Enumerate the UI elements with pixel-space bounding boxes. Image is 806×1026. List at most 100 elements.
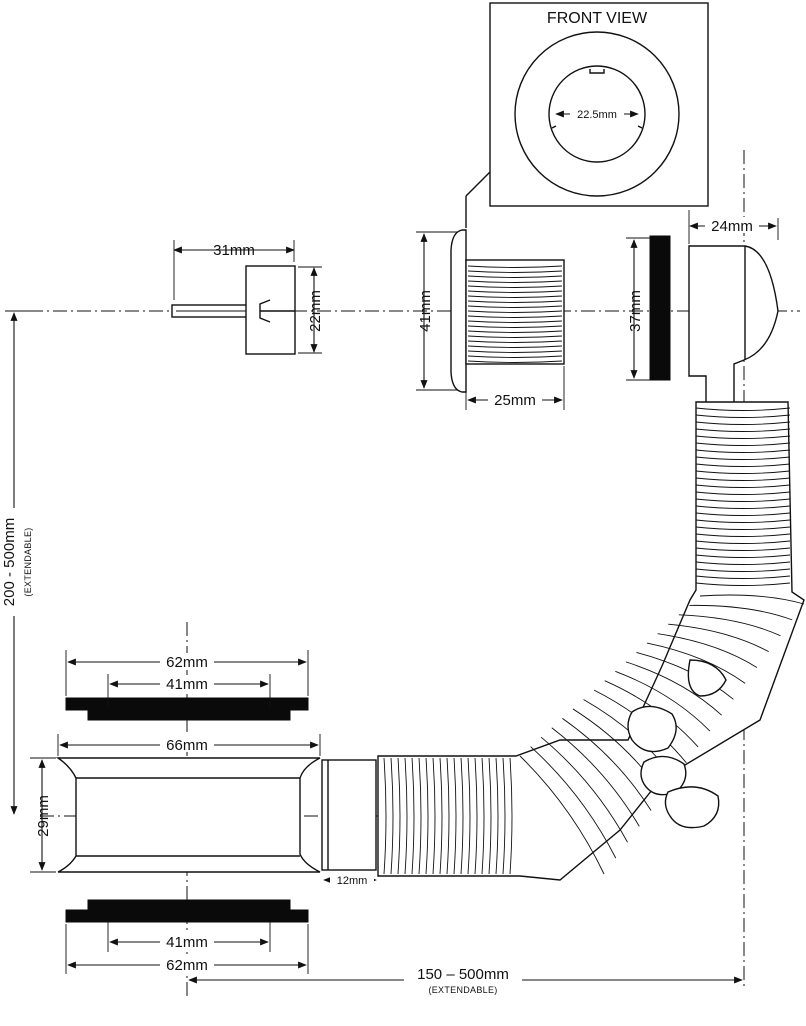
hose-rib [551,727,640,827]
thread-line [467,325,563,328]
hose-rib [509,757,513,875]
plug-width-label: 31mm [213,242,255,259]
vertical-note-label: (EXTENDABLE) [23,527,33,596]
hose-rib [695,575,791,579]
top-washer-outer-label: 62mm [166,654,208,671]
thread-line [467,320,563,323]
hose-rib [695,505,791,509]
hose-rib [695,533,791,537]
hose-rib [695,421,791,425]
thread-line [467,355,563,358]
flange-height-label: 41mm [417,290,434,332]
thread-line [467,290,563,293]
washer-outlet-part: 37mm 24mm [626,210,779,405]
collar-width-label: 12mm [337,875,368,887]
hose-rib [646,642,746,684]
hose-rib [625,661,722,716]
hose-rib [695,491,791,495]
hose-rib [657,633,758,668]
thread-line [467,275,563,278]
hose-rib [467,757,471,875]
flange-part: 41mm 25mm [416,229,565,410]
hose-rib [695,435,791,439]
hose-rib [481,757,485,875]
horizontal-range-label: 150 – 500mm [417,966,509,983]
hose-rib [695,582,791,586]
vertical-range-label: 200 - 500mm [1,518,18,606]
hose-rib [695,561,791,565]
hose-rib [695,498,791,502]
extendable-dimensions: 200 - 500mm (EXTENDABLE) 150 – 500mm (EX… [1,310,743,1000]
hose-rib [425,757,429,875]
thread-length-label: 25mm [494,392,536,409]
bottom-body-part: 62mm 41mm 66mm 29mm 12mm 41mm 62mm [30,650,377,974]
hose-rib [695,540,791,544]
hose-rib [530,746,617,859]
hose-rib [540,736,628,843]
hose-rib [699,594,805,605]
hose-rib [695,428,791,432]
thread-line [467,300,563,303]
hose-rib [474,757,478,875]
body-width-label: 66mm [166,737,208,754]
thread-line [467,280,563,283]
thread-line [467,350,563,353]
hose-rib [668,623,769,653]
hose-rib [695,547,791,551]
hose-rib [446,757,450,875]
hose-rib [695,526,791,530]
hose-rib [695,407,791,411]
hose-rib [695,456,791,460]
body-height-label: 29mm [35,795,52,837]
hose-rib [695,484,791,488]
front-view-title: FRONT VIEW [547,10,648,27]
thread-line [467,340,563,343]
top-washer-inner-label: 41mm [166,676,208,693]
hose-rib [562,717,652,811]
hose-rib [695,554,791,558]
hose-rib [695,442,791,446]
thread-line [467,330,563,333]
outlet-depth-label: 24mm [711,218,753,235]
hose-rib [397,757,401,875]
thread-line [467,315,563,318]
washer-height-label: 37mm [627,290,644,332]
hose-rib [695,568,791,572]
hose-rib [695,470,791,474]
hose-rib [383,757,387,875]
hose-rib [502,757,506,875]
hose-rib [411,757,415,875]
hose-rib [695,414,791,418]
hose-rib [689,604,793,621]
hose-rib [453,757,457,875]
flexible-hose [377,401,805,881]
hose-rib [439,757,443,875]
hose-rib [695,512,791,516]
hose-rib [390,757,394,875]
bottom-washer-outer-label: 62mm [166,957,208,974]
hose-rib [432,757,436,875]
hose-rib [495,757,499,875]
inner-diameter-label: 22.5mm [577,109,617,121]
hose-rib [418,757,422,875]
thread-line [467,305,563,308]
thread-line [467,345,563,348]
thread-line [467,310,563,313]
hose-rib [488,757,492,875]
hose-rib [615,670,711,732]
thread-line [467,360,563,363]
front-view-panel: FRONT VIEW 22.5mm [465,2,709,228]
thread-line [467,265,563,268]
hose-rib [519,755,605,875]
horizontal-note-label: (EXTENDABLE) [428,985,497,995]
hose-rib [460,757,464,875]
hose-rib [695,519,791,523]
plug-part: 31mm 22mm [171,240,324,355]
hose-rib [695,477,791,481]
thread-line [467,335,563,338]
plug-height-label: 22mm [307,290,324,332]
hose-rib [678,614,781,637]
bottom-washer-inner-label: 41mm [166,934,208,951]
hose-rib [695,449,791,453]
